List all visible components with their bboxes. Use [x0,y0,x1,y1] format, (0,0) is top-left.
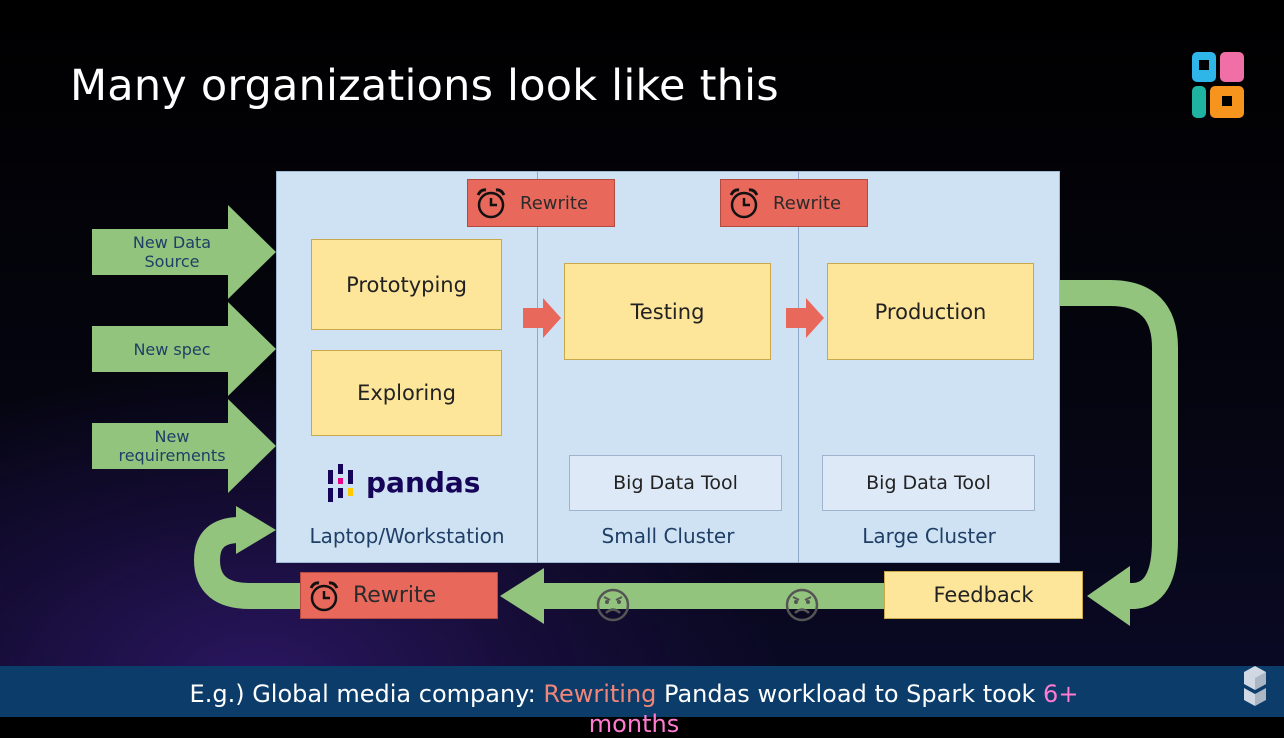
input-label: New requirements [118,427,226,465]
small-cluster-title: Small Cluster [601,524,735,548]
frowning-face-icon [785,588,819,622]
feedback-loop-arrows [193,280,1178,626]
rewrite-tag: Rewrite [467,179,615,227]
exploring-box: Exploring [311,350,502,436]
input-arrow-new-requirements: New requirements [92,399,276,493]
caption-line-1: E.g.) Global media company: Rewriting Pa… [0,680,1268,708]
rewrite-label: Rewrite [353,583,437,608]
caption-middle: Pandas workload to Spark took [656,680,1044,708]
rewrite-tag: Rewrite [300,572,498,619]
rewrite-label: Rewrite [773,192,842,214]
stage-arrow [786,298,824,338]
caption-highlight-duration: 6+ [1043,680,1079,708]
caption-highlight-rewriting: Rewriting [543,680,657,708]
caption-prefix: E.g.) Global media company: [189,680,544,708]
pandas-mark-icon [328,464,353,502]
alarm-clock-icon [309,580,339,611]
alarm-clock-icon [729,188,759,219]
stage-arrow [523,298,561,338]
caption-months: months [588,710,680,738]
column-divider [537,171,538,563]
pandas-logo: pandas [326,462,486,504]
slide-title: Many organizations look like this [70,61,779,111]
caption-banner: E.g.) Global media company: Rewriting Pa… [0,666,1284,738]
large-cluster-title: Large Cluster [862,524,996,548]
app-logo [1190,50,1246,120]
input-arrow-new-spec: New spec [92,302,276,396]
frowning-face-icon [596,588,630,622]
rewrite-tag: Rewrite [720,179,868,227]
production-box: Production [827,263,1034,360]
big-data-tool-box: Big Data Tool [822,455,1035,511]
prototyping-box: Prototyping [311,239,502,330]
big-data-tool-box: Big Data Tool [569,455,782,511]
cube-logo [1244,666,1266,706]
input-label: New spec [133,339,211,359]
feedback-box: Feedback [884,571,1083,619]
input-arrow-new-data-source: New Data Source [92,205,276,299]
pandas-wordmark: pandas [366,466,481,499]
column-divider [798,171,799,563]
input-label: New Data Source [132,233,212,271]
testing-box: Testing [564,263,771,360]
rewrite-label: Rewrite [520,192,589,214]
caption-line-2: months [0,710,1268,738]
alarm-clock-icon [476,188,506,219]
laptop-column-title: Laptop/Workstation [309,524,505,548]
